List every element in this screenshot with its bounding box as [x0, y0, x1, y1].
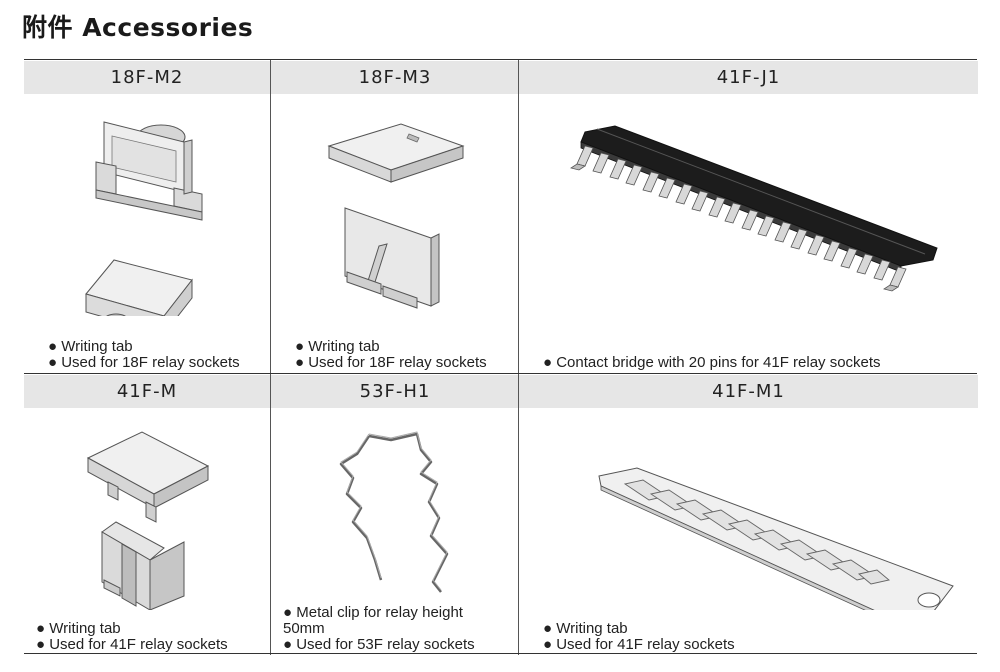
accessory-cell-41f-m: 41F-M ● Writing tab — [24, 374, 270, 655]
accessory-image — [271, 410, 519, 610]
accessory-cell-53f-h1: 53F-H1 ● Metal clip for relay height 50m… — [270, 374, 519, 655]
accessory-cell-18f-m3: 18F-M3 ● Writing tab ● U — [270, 60, 519, 373]
accessory-image — [519, 96, 978, 316]
table-row: 18F-M2 ● W — [24, 60, 978, 373]
accessory-cell-41f-m1: 41F-M1 — [518, 374, 978, 655]
accessory-code: 41F-M1 — [519, 375, 978, 408]
table-bottom-border — [24, 653, 977, 654]
accessories-table: 18F-M2 ● W — [24, 59, 978, 655]
accessory-image — [24, 96, 270, 316]
accessory-code: 41F-M — [24, 375, 270, 408]
accessory-image — [24, 410, 270, 610]
table-row: 41F-M ● Writing tab — [24, 373, 978, 655]
accessory-code: 53F-H1 — [271, 375, 519, 408]
accessory-notes: ● Contact bridge with 20 pins for 41F re… — [543, 354, 881, 371]
accessory-cell-18f-m2: 18F-M2 ● W — [24, 60, 270, 373]
accessory-code: 18F-M3 — [271, 61, 519, 94]
accessory-code: 18F-M2 — [24, 61, 270, 94]
accessory-code: 41F-J1 — [519, 61, 978, 94]
accessory-cell-41f-j1: 41F-J1 — [518, 60, 978, 373]
accessory-notes: ● Writing tab ● Used for 41F relay socke… — [36, 620, 228, 653]
accessory-notes: ● Writing tab ● Used for 18F relay socke… — [48, 338, 240, 371]
accessory-notes: ● Writing tab ● Used for 18F relay socke… — [295, 338, 487, 371]
accessory-image — [519, 410, 978, 610]
page-title: 附件 Accessories — [22, 13, 254, 42]
accessory-notes: ● Metal clip for relay height 50mm ● Use… — [283, 604, 475, 653]
accessory-notes: ● Writing tab ● Used for 41F relay socke… — [543, 620, 735, 653]
accessory-image — [271, 96, 519, 316]
